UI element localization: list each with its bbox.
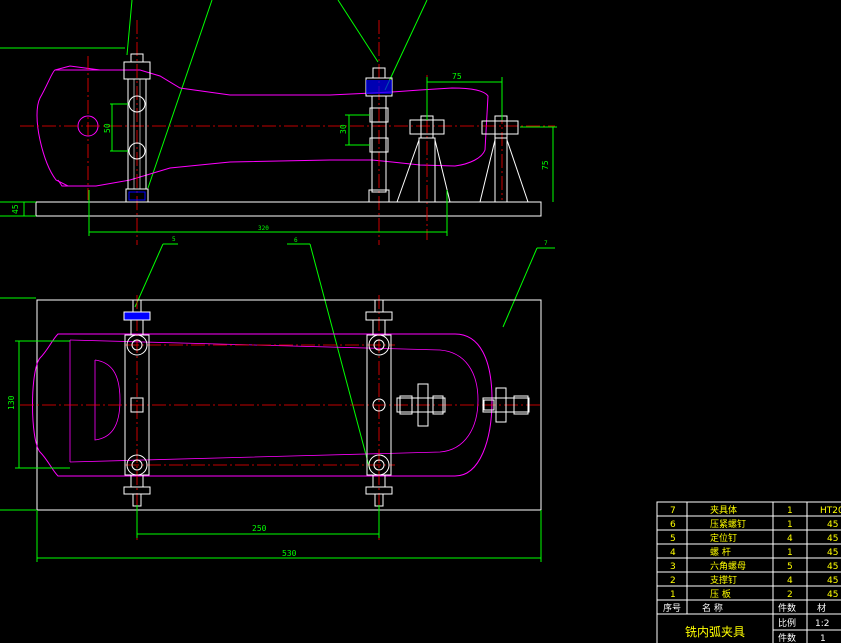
parts-header: 序号 名 称 件数 材	[663, 602, 826, 614]
svg-text:件数: 件数	[778, 602, 796, 614]
svg-text:材: 材	[817, 602, 826, 614]
parts-row-2: 2 支撑钉 4 45	[670, 574, 838, 586]
dim-top-width: 130	[7, 395, 16, 410]
dim-front-top: 75	[452, 72, 462, 81]
svg-text:六角螺母: 六角螺母	[710, 560, 746, 572]
svg-text:4: 4	[787, 534, 793, 544]
svg-text:4: 4	[787, 576, 793, 586]
dim-front-height-a: 50	[103, 123, 112, 133]
svg-text:5: 5	[670, 534, 676, 544]
svg-text:45: 45	[827, 548, 838, 558]
parts-row-6: 6 压紧螺钉 1 45	[670, 519, 838, 530]
svg-text:2: 2	[670, 576, 676, 586]
svg-text:2: 2	[787, 590, 793, 600]
svg-text:1: 1	[787, 548, 793, 558]
workpiece-outline-top	[32, 333, 493, 477]
svg-text:45: 45	[827, 520, 838, 530]
parts-row-7: 7 夹具体 1 HT20	[670, 504, 841, 516]
svg-text:序号: 序号	[663, 602, 681, 614]
svg-text:螺 杆: 螺 杆	[710, 546, 731, 558]
svg-text:夹具体: 夹具体	[710, 504, 737, 516]
svg-text:HT20: HT20	[820, 506, 841, 516]
svg-text:45: 45	[827, 576, 838, 586]
svg-text:名 称: 名 称	[702, 602, 723, 614]
parts-row-3: 3 六角螺母 5 45	[670, 560, 838, 572]
front-view: 75 75 45 50 30 320	[0, 0, 557, 245]
scale-label: 比例	[778, 617, 796, 629]
drawing-title: 铣内弧夹具	[685, 625, 745, 639]
count-label: 件数	[778, 632, 796, 643]
dim-top-pitch: 250	[252, 524, 267, 533]
svg-text:1: 1	[670, 590, 676, 600]
dim-front-left: 45	[11, 204, 20, 214]
scale-value: 1:2	[815, 619, 829, 629]
support-screw-top-1	[396, 397, 446, 413]
svg-text:压 板: 压 板	[710, 588, 731, 600]
svg-text:压紧螺钉: 压紧螺钉	[710, 519, 746, 530]
svg-text:45: 45	[827, 534, 838, 544]
svg-text:4: 4	[670, 548, 676, 558]
svg-text:45: 45	[827, 562, 838, 572]
svg-text:6: 6	[670, 520, 676, 530]
parts-row-5: 5 定位钉 4 45	[670, 532, 838, 544]
parts-row-1: 1 压 板 2 45	[670, 588, 838, 600]
svg-text:支撑钉: 支撑钉	[710, 574, 737, 586]
balloon-7: 7	[544, 240, 548, 247]
svg-text:定位钉: 定位钉	[710, 532, 737, 544]
svg-text:5: 5	[787, 562, 793, 572]
title-block: 7 夹具体 1 HT20 6 压紧螺钉 1 45 5 定位钉 4 45 4 螺 …	[656, 501, 841, 643]
dim-front-right: 75	[541, 160, 550, 170]
dim-front-length: 320	[258, 225, 269, 232]
top-view: 5 6 7	[0, 236, 555, 562]
count-value: 1	[820, 634, 826, 643]
support-screw-2	[481, 120, 519, 135]
dim-front-height-b: 30	[339, 124, 348, 134]
svg-text:1: 1	[787, 520, 793, 530]
workpiece-outline-front	[36, 69, 489, 187]
balloon-5: 5	[172, 236, 176, 243]
base-plate-front	[35, 201, 542, 217]
svg-text:3: 3	[670, 562, 676, 572]
svg-text:45: 45	[827, 590, 838, 600]
svg-text:1: 1	[787, 506, 793, 516]
svg-text:7: 7	[670, 506, 676, 516]
balloon-6: 6	[294, 237, 298, 244]
parts-row-4: 4 螺 杆 1 45	[670, 546, 838, 558]
dim-top-total: 530	[282, 549, 297, 558]
